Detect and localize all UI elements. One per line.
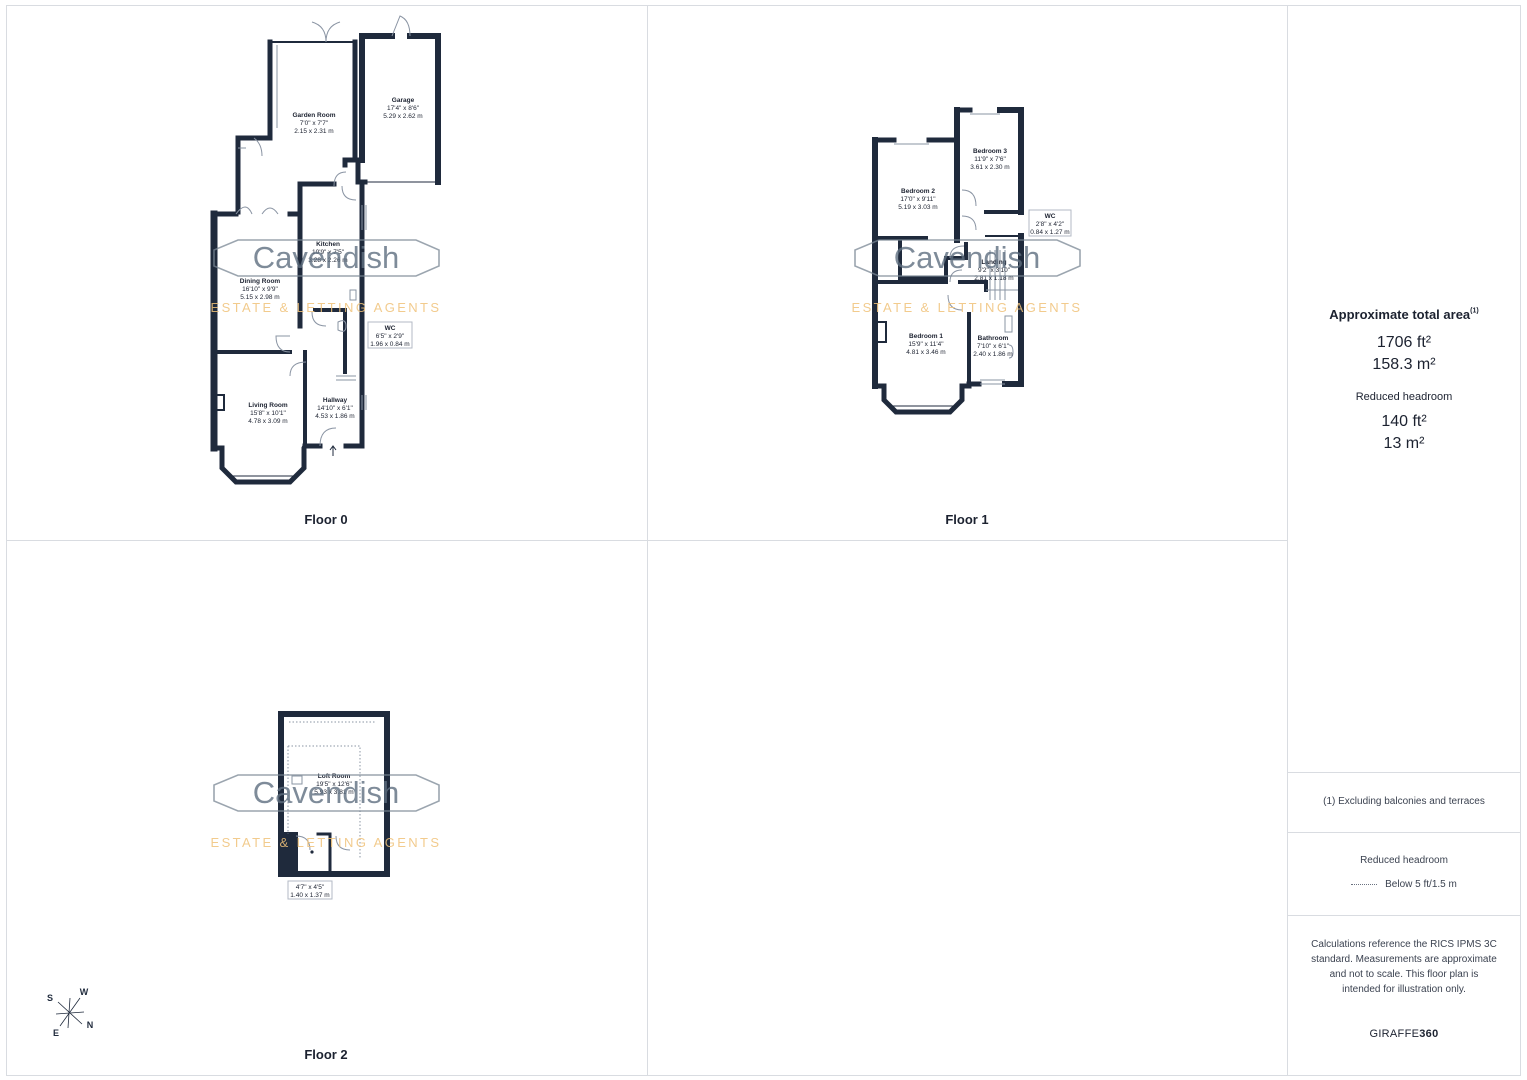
bathroom-met: 2.40 x 1.86 m [973,351,1012,358]
living-room-met: 4.78 x 3.09 m [248,418,287,425]
garage-met: 5.29 x 2.62 m [383,113,422,120]
watermark-brand: Cavendish [253,240,399,275]
watermark-brand: Cavendish [253,775,399,810]
kitchen-met: 3.28 x 2.26 m [308,257,347,264]
bedroom1-met: 4.81 x 3.46 m [906,349,945,356]
reduced-headroom-m: 13 m² [1383,435,1425,452]
watermark-floor1: Cavendish ESTATE & LETTING AGENTS [852,239,1083,315]
kitchen-name: Kitchen [316,241,340,248]
total-area-title-text: Approximate total area [1329,307,1471,322]
floor1-label: Floor 1 [945,512,989,527]
garden-room-name: Garden Room [293,112,336,119]
kitchen-imp: 10'9" x 7'5" [312,249,345,256]
watermark-tagline: ESTATE & LETTING AGENTS [852,300,1083,315]
wc0-name: WC [385,325,396,332]
divider-3 [1288,915,1520,916]
total-area-m: 158.3 m² [1372,356,1436,373]
store-met: 1.40 x 1.37 m [290,892,329,899]
watermark-brand: Cavendish [894,240,1040,275]
loft-room-met: 5.93 x 3.81 m [314,789,353,796]
bedroom1-name: Bedroom 1 [909,333,943,340]
logo-text-b: 360 [1419,1028,1439,1040]
bathroom-name: Bathroom [978,335,1009,342]
compass-n: N [87,1020,94,1030]
divider-2 [1288,832,1520,833]
dotted-line-icon [1351,883,1378,885]
garden-room-imp: 7'0" x 7'7" [300,120,329,127]
living-room-name: Living Room [248,402,288,409]
watermark-floor2: Cavendish ESTATE & LETTING AGENTS [211,774,442,850]
bedroom3-name: Bedroom 3 [973,148,1007,155]
summary-panel [1287,5,1521,1076]
bedroom3-imp: 11'9" x 7'6" [974,156,1006,163]
legend-text: Below 5 ft/1.5 m [1385,879,1457,890]
dining-room-imp: 16'10" x 9'9" [242,286,278,293]
reduced-headroom-title: Reduced headroom [1355,391,1453,403]
compass-e: E [53,1028,59,1038]
bathroom-imp: 7'10" x 6'1" [977,343,1010,350]
wc0-imp: 6'5" x 2'9" [376,333,405,340]
excluding-note: (1) Excluding balconies and terraces [1323,796,1485,807]
floor2-label: Floor 2 [304,1047,348,1062]
landing-imp: 9'2" x 3'10" [978,267,1011,274]
dining-room-name: Dining Room [240,278,281,285]
total-area-title: Approximate total area(1) [1288,306,1520,324]
bedroom2-imp: 17'0" x 9'11" [900,196,936,203]
wc0-met: 1.96 x 0.84 m [370,341,409,348]
total-area-footnote-mark: (1) [1470,307,1479,315]
hallway-name: Hallway [323,397,348,404]
hallway-imp: 14'10" x 6'1" [317,405,353,412]
living-room-imp: 15'8" x 10'1" [250,410,286,417]
hallway-met: 4.53 x 1.86 m [315,413,354,420]
bedroom3-met: 3.61 x 2.30 m [970,164,1009,171]
empty-panel [647,540,1288,1076]
store-imp: 4'7" x 4'5" [296,884,325,891]
floor1-plan: Bedroom 2 17'0" x 9'11" 5.19 x 3.03 m Be… [852,107,1083,415]
dining-room-met: 5.15 x 2.98 m [240,294,279,301]
wc1-imp: 2'8" x 4'2" [1036,221,1065,228]
calc-note: Calculations reference the RICS IPMS 3C … [1311,939,1497,995]
wc1-met: 0.84 x 1.27 m [1030,229,1069,236]
compass-icon [55,997,85,1029]
legend-title: Reduced headroom [1360,855,1448,866]
bedroom2-name: Bedroom 2 [901,188,935,195]
compass-s: S [47,993,53,1003]
floor0-label: Floor 0 [304,512,348,527]
watermark-tagline: ESTATE & LETTING AGENTS [211,300,442,315]
loft-room-imp: 19'5" x 12'6" [316,781,352,788]
garden-room-met: 2.15 x 2.31 m [294,128,333,135]
watermark-tagline: ESTATE & LETTING AGENTS [211,835,442,850]
garage-imp: 17'4" x 8'6" [387,105,420,112]
wc1-name: WC [1045,213,1056,220]
logo-text-a: GIRAFFE [1369,1028,1420,1040]
landing-name: Landing [981,259,1006,266]
compass-w: W [80,987,89,997]
landing-met: 2.81 x 1.18 m [974,275,1013,282]
legend-row: Below 5 ft/1.5 m [1288,877,1520,892]
divider-1 [1288,772,1520,773]
watermark-floor0: Cavendish ESTATE & LETTING AGENTS [211,239,442,315]
bedroom2-met: 5.19 x 3.03 m [898,204,937,211]
loft-room-name: Loft Room [318,773,351,780]
garage-name: Garage [392,97,415,104]
floor0-plan: Garden Room 7'0" x 7'7" 2.15 x 2.31 m Ga… [210,15,442,485]
total-area-ft: 1706 ft² [1376,334,1432,351]
giraffe360-logo: GIRAFFE360 [1288,1028,1520,1040]
reduced-headroom-ft: 140 ft² [1381,413,1427,430]
floor2-plan: Loft Room 19'5" x 12'6" 5.93 x 3.81 m 4'… [47,711,442,1038]
bedroom1-imp: 15'9" x 11'4" [908,341,944,348]
